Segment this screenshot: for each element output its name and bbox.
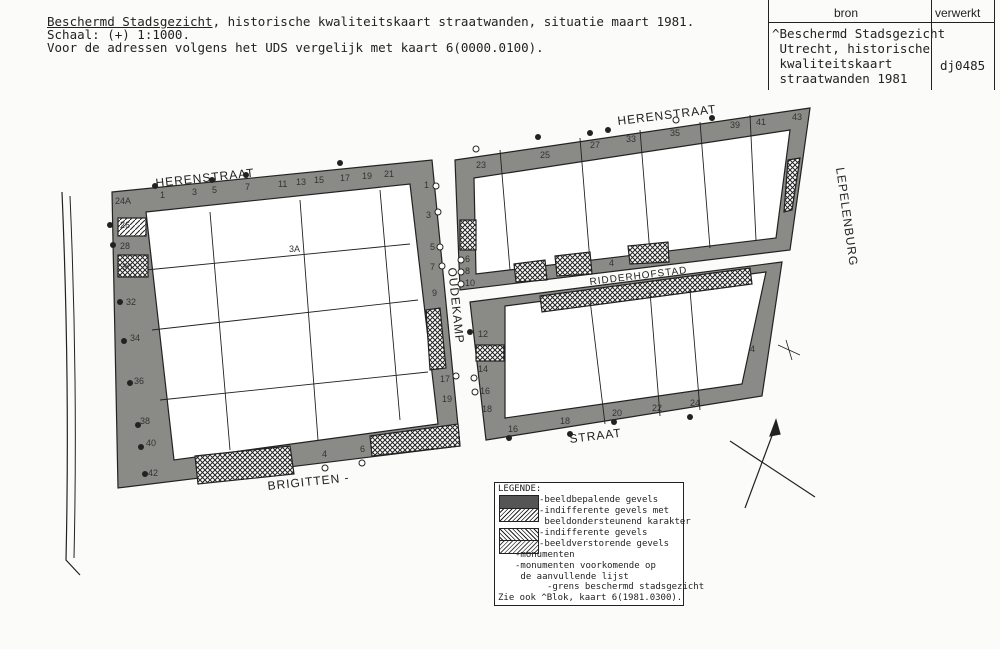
- scale-text: Schaal: (+) 1:1000.: [47, 27, 190, 42]
- block-west: [111, 159, 461, 489]
- svg-text:5: 5: [430, 242, 435, 252]
- svg-text:6: 6: [465, 254, 470, 264]
- street-straat: STRAAT: [569, 426, 623, 446]
- svg-text:3: 3: [192, 187, 197, 197]
- swatch-beeldbepalend: [499, 495, 539, 509]
- swatch-disturbing: [499, 540, 539, 554]
- monument-markers: [107, 115, 715, 477]
- legend-item: -indifferente gevels: [539, 528, 648, 538]
- canal-edge: [69, 195, 76, 559]
- svg-text:36: 36: [134, 376, 144, 386]
- listed-monument-markers: [321, 116, 680, 472]
- svg-text:40: 40: [146, 438, 156, 448]
- svg-text:7: 7: [245, 182, 250, 192]
- col-bron: bron: [834, 6, 859, 20]
- block-northeast: [454, 107, 811, 291]
- svg-text:24A: 24A: [115, 196, 131, 206]
- bron-text: ^Beschermd Stadsgezicht Utrecht, histori…: [772, 26, 946, 86]
- legend: LEGENDE: -beeldbepalende gevels -indiffe…: [494, 482, 704, 606]
- north-arrow-icon: [729, 339, 816, 509]
- svg-text:13: 13: [296, 177, 306, 187]
- svg-text:23: 23: [476, 160, 486, 170]
- swatch-indifferent: [499, 528, 539, 542]
- svg-text:28: 28: [120, 241, 130, 251]
- swatch-indifferent-supporting: [499, 508, 539, 522]
- svg-text:1: 1: [424, 180, 429, 190]
- svg-text:20: 20: [612, 408, 622, 418]
- svg-text:33: 33: [626, 134, 636, 144]
- svg-text:21: 21: [384, 169, 394, 179]
- block-southeast: [469, 261, 783, 441]
- svg-text:4: 4: [750, 344, 755, 354]
- house-numbers-northeast: 23 25 27 33 35 39 41 43 6 8 10 4: [465, 112, 802, 288]
- svg-text:5: 5: [212, 185, 217, 195]
- svg-text:9: 9: [432, 288, 437, 298]
- street-lepelenburg: LEPELENBURG: [833, 166, 861, 267]
- svg-text:15: 15: [314, 175, 324, 185]
- legend-title: LEGENDE:: [498, 484, 542, 494]
- legend-footer: Zie ook ^Blok, kaart 6(1981.0300).: [498, 593, 683, 603]
- svg-text:42: 42: [148, 468, 158, 478]
- svg-text:32: 32: [126, 297, 136, 307]
- canal-edge: [61, 191, 81, 576]
- svg-text:6: 6: [360, 444, 365, 454]
- svg-text:18: 18: [482, 404, 492, 414]
- house-numbers-southeast: 12 14 16 18 16 18 20 22 24 4: [478, 329, 755, 434]
- house-numbers-west: 24A 1 3 5 7 11 13 15 17 19 21 26 28 30 3…: [115, 169, 452, 478]
- svg-text:34: 34: [130, 333, 140, 343]
- svg-text:16: 16: [480, 386, 490, 396]
- legend-item: -grens beschermd stadsgezicht: [547, 582, 705, 592]
- legend-item: -monumenten: [515, 550, 575, 560]
- svg-text:41: 41: [756, 117, 766, 127]
- source-table: bron verwerkt ^Beschermd Stadsgezicht Ut…: [768, 0, 1000, 90]
- legend-item: -monumenten voorkomende op de aanvullend…: [515, 561, 656, 582]
- svg-text:17: 17: [440, 374, 450, 384]
- svg-text:4: 4: [609, 258, 614, 268]
- svg-text:11: 11: [278, 179, 287, 189]
- svg-text:19: 19: [362, 171, 372, 181]
- svg-text:18: 18: [560, 416, 570, 426]
- svg-text:7: 7: [430, 262, 435, 272]
- svg-text:3: 3: [426, 210, 431, 220]
- svg-text:39: 39: [730, 120, 740, 130]
- svg-text:25: 25: [540, 150, 550, 160]
- svg-text:12: 12: [478, 329, 488, 339]
- svg-text:22: 22: [652, 403, 662, 413]
- svg-text:43: 43: [792, 112, 802, 122]
- svg-text:17: 17: [340, 173, 350, 183]
- svg-text:26: 26: [120, 220, 130, 230]
- svg-text:38: 38: [140, 416, 150, 426]
- legend-item: -beeldverstorende gevels: [539, 539, 670, 549]
- address-note: Voor de adressen volgens het UDS vergeli…: [47, 40, 544, 55]
- svg-text:1: 1: [160, 190, 165, 200]
- svg-text:10: 10: [465, 278, 475, 288]
- title-rest: , historische kwaliteitskaart straatwand…: [212, 14, 695, 29]
- legend-item: -beeldbepalende gevels: [539, 495, 659, 505]
- verwerkt-code: dj0485: [940, 58, 986, 73]
- svg-text:35: 35: [670, 128, 680, 138]
- svg-text:27: 27: [590, 140, 600, 150]
- svg-text:8: 8: [465, 266, 470, 276]
- title-underlined: Beschermd Stadsgezicht: [47, 14, 213, 29]
- svg-text:16: 16: [508, 424, 518, 434]
- svg-text:3A: 3A: [289, 244, 300, 254]
- svg-text:14: 14: [478, 364, 488, 374]
- legend-item: -indifferente gevels met beeldondersteun…: [539, 506, 691, 527]
- svg-text:30: 30: [122, 262, 132, 272]
- svg-text:4: 4: [322, 449, 327, 459]
- svg-text:24: 24: [690, 398, 700, 408]
- col-verwerkt: verwerkt: [935, 6, 981, 20]
- map-header: Beschermd Stadsgezicht, historische kwal…: [47, 15, 694, 54]
- svg-text:19: 19: [442, 394, 452, 404]
